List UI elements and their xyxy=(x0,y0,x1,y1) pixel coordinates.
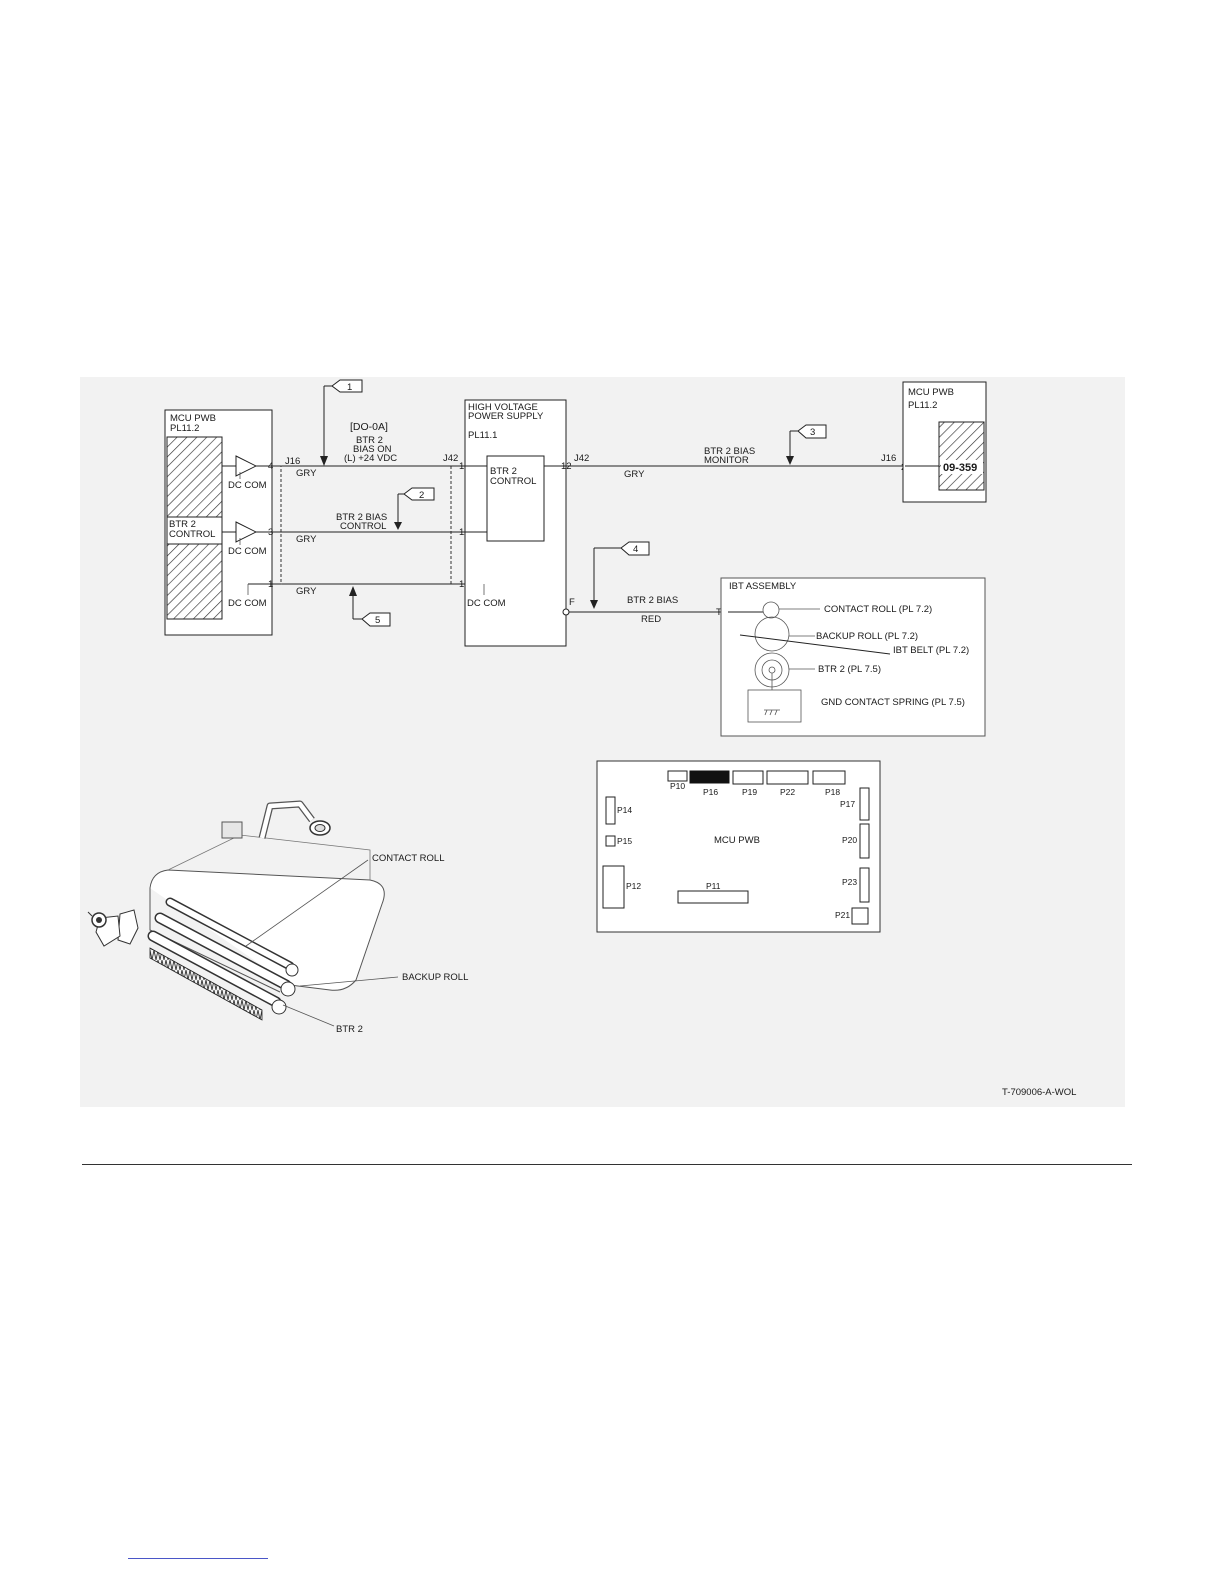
conn-p16: P16 xyxy=(703,787,718,797)
conn-p15: P15 xyxy=(617,836,632,846)
driver-triangle-icon xyxy=(235,521,258,543)
callout-1: 1 xyxy=(320,379,363,466)
ibt-belt: IBT BELT (PL 7.2) xyxy=(893,645,969,656)
signal-bias-control-1: BTR 2 BIAS xyxy=(336,512,387,523)
hvps-control-2: CONTROL xyxy=(490,476,536,487)
illus-btr2: BTR 2 xyxy=(336,1024,363,1035)
svg-text:4: 4 xyxy=(633,544,638,555)
left-harness: J16 J42 GRY GRY GRY [DO-0A] BTR 2 BIAS O… xyxy=(280,421,470,597)
page-divider xyxy=(82,1164,1132,1165)
callout-5: 5 xyxy=(349,586,391,627)
signal-btr2-bias: BTR 2 BIAS xyxy=(627,595,678,606)
wire-gry-1: GRY xyxy=(296,468,317,479)
pin-4: 4 xyxy=(268,461,273,472)
ibt-btr2: BTR 2 (PL 7.5) xyxy=(818,664,881,675)
figure-id: T-709006-A-WOL xyxy=(1002,1087,1076,1098)
signal-monitor-2: MONITOR xyxy=(704,455,749,466)
svg-text:5: 5 xyxy=(375,615,380,626)
mcu-board-layout: MCU PWB P10 P16 P19 P22 P18 P14 P15 P12 … xyxy=(596,760,881,933)
svg-text:1: 1 xyxy=(347,382,352,393)
svg-text:3: 3 xyxy=(810,427,815,438)
pin-11: 11 xyxy=(459,527,469,538)
conn-p14: P14 xyxy=(617,805,632,815)
mcu-left-control-2: CONTROL xyxy=(169,529,215,540)
conn-p12: P12 xyxy=(626,881,641,891)
conn-p11: P11 xyxy=(706,881,721,891)
ibt-illustration: CONTACT ROLL BACKUP ROLL BTR 2 xyxy=(87,800,468,1035)
ibt-assembly: IBT ASSEMBLY CONTACT ROLL (PL 7.2) BACKU… xyxy=(720,577,986,737)
ibt-contact-roll: CONTACT ROLL (PL 7.2) xyxy=(824,604,932,615)
conn-p18: P18 xyxy=(825,787,840,797)
dc-com-hvps: DC COM xyxy=(467,598,506,609)
wire-gry-4: GRY xyxy=(624,469,645,480)
illus-backup-roll: BACKUP ROLL xyxy=(402,972,468,983)
hvps-control-1: BTR 2 xyxy=(490,466,517,477)
dc-com-3: DC COM xyxy=(228,598,267,609)
connector-j42-out: J42 xyxy=(574,453,589,464)
conn-p21: P21 xyxy=(835,910,850,920)
mcu-pwb-left: MCU PWB PL11.2 BTR 2 CONTROL DC COM DC C… xyxy=(164,409,282,636)
pin-3: 3 xyxy=(268,527,273,538)
signal-bias-on-3: (L) +24 VDC xyxy=(344,453,397,464)
pin-f: F xyxy=(569,597,575,608)
mcu-left-ref: PL11.2 xyxy=(170,423,199,434)
signal-bias-on-1: BTR 2 xyxy=(356,435,383,446)
callout-3: 3 xyxy=(786,424,827,465)
pin-13: 13 xyxy=(459,579,470,590)
ibt-backup-roll: BACKUP ROLL (PL 7.2) xyxy=(816,631,918,642)
mcu-right-ref: PL11.2 xyxy=(908,400,937,411)
dc-com-1: DC COM xyxy=(228,480,267,491)
mcu-pwb-right: MCU PWB PL11.2 09-359 xyxy=(902,381,987,503)
signal-monitor-1: BTR 2 BIAS xyxy=(704,446,755,457)
conn-p19: P19 xyxy=(742,787,757,797)
signal-do-0a: [DO-0A] xyxy=(350,421,388,433)
mcu-right-title: MCU PWB xyxy=(908,387,954,398)
connector-j42-in: J42 xyxy=(443,453,458,464)
pin-10: 10 xyxy=(459,461,470,472)
driver-triangle-icon xyxy=(235,455,258,477)
callout-4: 4 xyxy=(590,541,650,609)
ibt-title: IBT ASSEMBLY xyxy=(729,581,797,592)
high-voltage-power-supply: HIGH VOLTAGE POWER SUPPLY PL11.1 BTR 2 C… xyxy=(464,399,575,647)
hvps-ref: PL11.1 xyxy=(468,430,497,441)
dc-com-2: DC COM xyxy=(228,546,267,557)
hvps-title-1: HIGH VOLTAGE xyxy=(468,402,538,413)
mcu-left-control-1: BTR 2 xyxy=(169,519,196,530)
footer-link-underline[interactable] xyxy=(128,1558,268,1559)
connector-j16-right: J16 xyxy=(881,453,896,464)
conn-p23: P23 xyxy=(842,877,857,887)
connector-j16-left: J16 xyxy=(285,456,300,467)
svg-text:2: 2 xyxy=(419,490,424,501)
signal-bias-on-2: BIAS ON xyxy=(353,444,392,455)
conn-p10: P10 xyxy=(670,781,685,791)
mcu-left-title: MCU PWB xyxy=(170,413,216,424)
pin-1: 1 xyxy=(268,579,273,590)
wire-red: RED xyxy=(641,614,661,625)
signal-bias-control-2: CONTROL xyxy=(340,521,386,532)
ibt-gnd-spring: GND CONTACT SPRING (PL 7.5) xyxy=(821,697,965,708)
illus-contact-roll: CONTACT ROLL xyxy=(372,853,445,864)
conn-p22: P22 xyxy=(780,787,795,797)
wire-gry-2: GRY xyxy=(296,534,317,545)
chain-link-09-359: 09-359 xyxy=(943,462,977,474)
callout-2: 2 xyxy=(394,487,435,530)
conn-p20: P20 xyxy=(842,835,857,845)
conn-p17: P17 xyxy=(840,799,855,809)
wire-gry-3: GRY xyxy=(296,586,317,597)
board-title: MCU PWB xyxy=(714,835,760,846)
hvps-title-2: POWER SUPPLY xyxy=(468,411,544,422)
